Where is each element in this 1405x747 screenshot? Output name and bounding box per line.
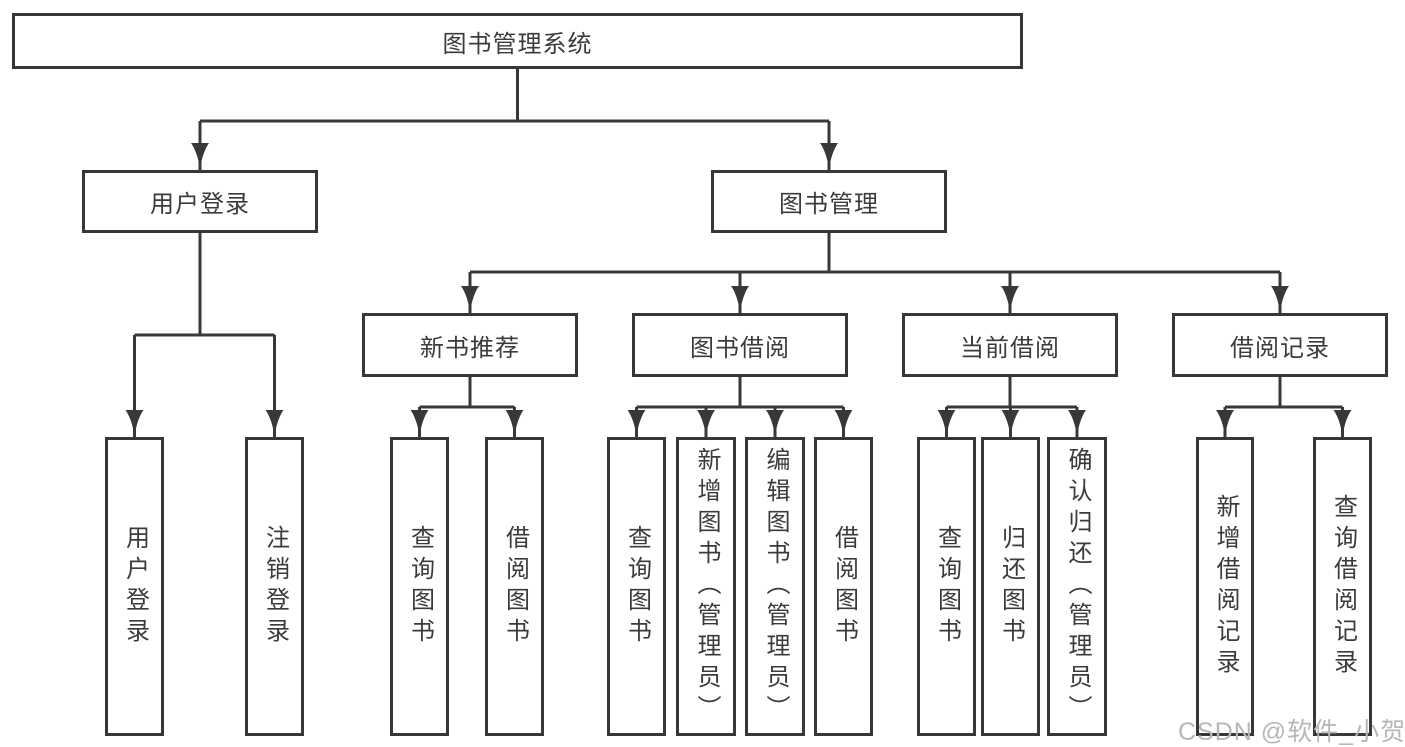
node-label: 图书借阅 [690, 334, 790, 362]
node-label: 借阅记录 [1230, 334, 1330, 362]
node-label: 查询借阅记录 [1329, 493, 1357, 680]
node-label: 确认归还（管理员） [1064, 447, 1091, 726]
node-label: 新增图书（管理员） [693, 447, 720, 726]
node-leaf-borrow-book: 借阅图书 [814, 437, 873, 736]
node-leaf-borrow-query-book: 查询图书 [607, 437, 666, 736]
node-leaf-return-book: 归还图书 [981, 437, 1040, 736]
node-leaf-user-login: 用户登录 [105, 437, 164, 736]
node-leaf-add-borrow-record: 新增借阅记录 [1196, 437, 1254, 736]
node-label: 查询图书 [406, 524, 434, 649]
node-leaf-confirm-return-admin: 确认归还（管理员） [1047, 437, 1107, 736]
node-library-management-system: 图书管理系统 [12, 13, 1023, 69]
node-label: 借阅图书 [830, 524, 858, 649]
node-leaf-logout: 注销登录 [245, 437, 304, 736]
node-label: 图书管理系统 [442, 30, 593, 58]
node-book-management: 图书管理 [711, 170, 947, 233]
node-label: 当前借阅 [960, 334, 1060, 362]
node-leaf-recommend-query-book: 查询图书 [390, 437, 449, 736]
node-label: 用户登录 [121, 524, 149, 649]
node-label: 注销登录 [261, 524, 289, 649]
node-label: 归还图书 [997, 524, 1025, 649]
node-label: 查询图书 [933, 524, 961, 649]
node-label: 借阅图书 [501, 524, 529, 649]
node-leaf-add-book-admin: 新增图书（管理员） [676, 437, 736, 736]
node-label: 图书管理 [779, 191, 879, 218]
node-new-book-recommend: 新书推荐 [362, 313, 578, 377]
node-current-borrow: 当前借阅 [902, 313, 1118, 377]
node-leaf-edit-book-admin: 编辑图书（管理员） [745, 437, 805, 736]
node-book-borrow: 图书借阅 [632, 313, 848, 377]
node-label: 新增借阅记录 [1212, 493, 1239, 680]
csdn-watermark: CSDN @软件_小贺同学 [1178, 718, 1405, 746]
node-label: 用户登录 [150, 191, 250, 218]
node-user-login: 用户登录 [82, 170, 318, 233]
node-label: 查询图书 [623, 524, 651, 649]
node-label: 编辑图书（管理员） [762, 447, 789, 726]
node-borrow-records: 借阅记录 [1172, 313, 1388, 377]
node-label: 新书推荐 [420, 334, 520, 362]
node-leaf-recommend-borrow-book: 借阅图书 [485, 437, 544, 736]
node-leaf-current-query-book: 查询图书 [917, 437, 976, 736]
node-leaf-query-borrow-record: 查询借阅记录 [1313, 437, 1372, 736]
